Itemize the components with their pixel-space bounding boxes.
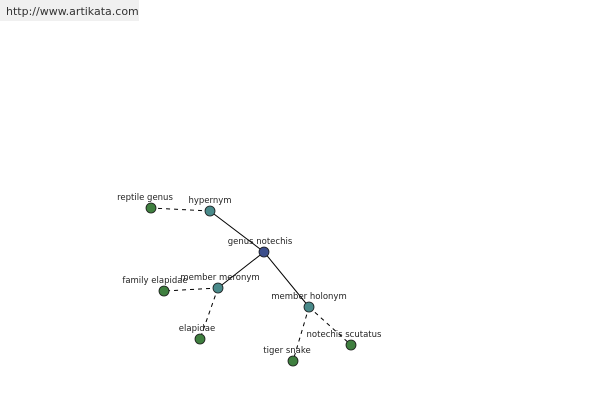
node-genus[interactable]: genus notechis (228, 237, 293, 258)
graph-nodes: genus notechis hypernym reptile genus membe… (117, 193, 382, 367)
node-label[interactable]: elapidae (179, 324, 215, 334)
edge-holonym-scutatus (308, 306, 352, 346)
node-scutatus[interactable]: notechis scutatus (307, 330, 382, 351)
node-family[interactable]: family elapidae (122, 276, 188, 297)
node-meronym[interactable]: member meronym (180, 273, 260, 294)
node-marker[interactable] (212, 282, 224, 294)
node-reptile[interactable]: reptile genus (117, 193, 173, 214)
edge-genus-meronym (217, 251, 265, 289)
graph-edges (150, 207, 352, 362)
node-holonym[interactable]: member holonym (271, 292, 347, 313)
node-marker[interactable] (258, 246, 270, 258)
node-marker[interactable] (204, 205, 216, 217)
node-label[interactable]: family elapidae (122, 276, 187, 286)
node-marker[interactable] (158, 285, 170, 297)
edge-genus-holonym (263, 251, 310, 308)
edge-meronym-family (163, 287, 219, 292)
url-bar: http://www.artikata.com (0, 0, 139, 21)
node-label[interactable]: member holonym (271, 292, 346, 302)
node-label[interactable]: reptile genus (117, 193, 173, 203)
node-label[interactable]: genus notechis (228, 237, 293, 247)
node-label[interactable]: notechis scutatus (307, 330, 382, 340)
site-url[interactable]: http://www.artikata.com (6, 5, 139, 18)
node-label[interactable]: hypernym (188, 196, 231, 206)
edge-meronym-elapidae (199, 287, 219, 340)
edge-hypernym-reptile (150, 207, 211, 212)
node-hypernym[interactable]: hypernym (188, 196, 232, 217)
node-label[interactable]: tiger snake (263, 346, 310, 356)
node-tiger[interactable]: tiger snake (263, 346, 311, 367)
edge-genus-hypernym (209, 210, 265, 253)
node-label[interactable]: member meronym (180, 273, 259, 283)
node-marker[interactable] (194, 333, 206, 345)
node-marker[interactable] (145, 202, 157, 214)
node-elapidae[interactable]: elapidae (179, 324, 215, 345)
node-marker[interactable] (303, 301, 315, 313)
node-marker[interactable] (345, 339, 357, 351)
edge-holonym-tiger (292, 306, 310, 362)
node-marker[interactable] (287, 355, 299, 367)
